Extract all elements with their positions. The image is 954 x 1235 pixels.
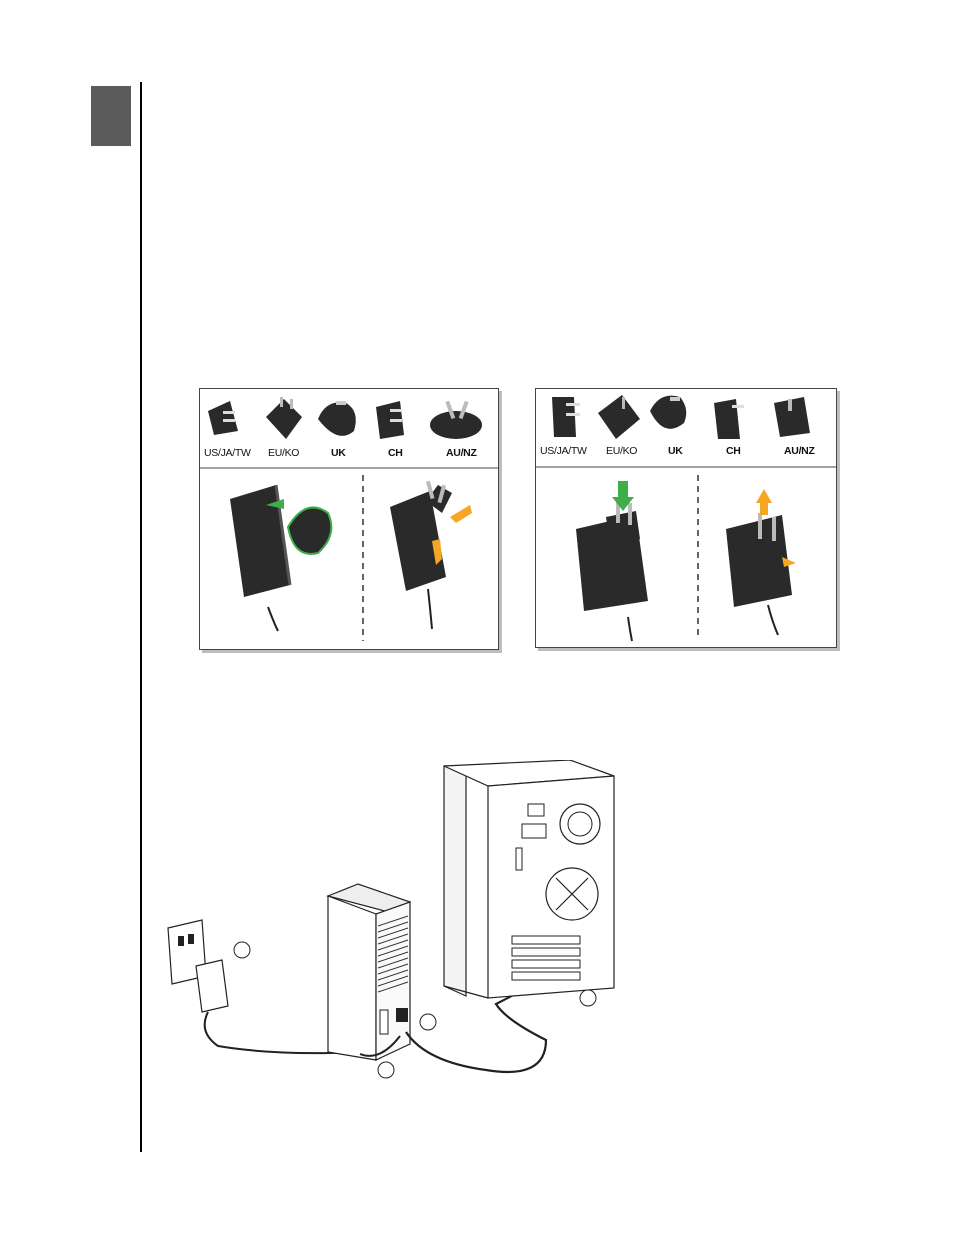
callout-marker — [378, 1062, 394, 1078]
plug-us-icon — [208, 401, 238, 435]
plug-ch-icon — [376, 401, 404, 439]
computer-tower-icon — [444, 760, 614, 998]
plug-label: EU/KO — [606, 445, 637, 457]
plug-ch-icon — [714, 399, 744, 439]
plug-uk-icon — [650, 396, 686, 429]
adapter-illustration-right — [536, 389, 836, 647]
plug-eu-icon — [266, 397, 302, 439]
adapter-release-illustration — [726, 489, 796, 635]
connection-illustration — [160, 760, 630, 1100]
adapter-attach-illustration — [576, 481, 648, 641]
plug-label: AU/NZ — [784, 445, 815, 457]
adapter-panel-right: US/JA/TW EU/KO UK CH AU/NZ — [535, 388, 837, 648]
chapter-tab — [91, 86, 131, 146]
plug-eu-icon — [598, 395, 640, 439]
callout-marker — [580, 990, 596, 1006]
plug-label: EU/KO — [268, 447, 299, 459]
adapter-panel-left: US/JA/TW EU/KO UK CH AU/NZ — [199, 388, 499, 650]
adapter-release-illustration — [390, 481, 472, 629]
plug-label: CH — [726, 445, 741, 457]
plug-label: UK — [331, 447, 346, 459]
external-drive-icon — [328, 884, 410, 1060]
margin-rule — [140, 82, 142, 1152]
plug-au-icon — [774, 397, 810, 437]
plug-au-icon — [430, 401, 482, 439]
callout-marker — [234, 942, 250, 958]
adapter-illustration-left — [200, 389, 498, 649]
plug-label: US/JA/TW — [540, 445, 587, 457]
plug-label: UK — [668, 445, 683, 457]
plug-label: AU/NZ — [446, 447, 477, 459]
callout-marker — [420, 1014, 436, 1030]
plug-uk-icon — [318, 401, 356, 436]
adapter-attach-illustration — [230, 485, 331, 631]
plug-us-icon — [552, 397, 580, 437]
plug-label: CH — [388, 447, 403, 459]
plug-label: US/JA/TW — [204, 447, 251, 459]
